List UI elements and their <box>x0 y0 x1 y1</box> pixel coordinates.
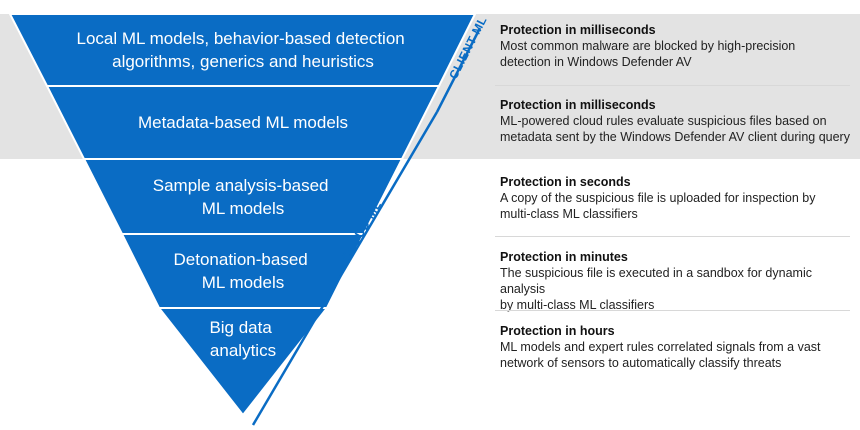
description-line: The suspicious file is executed in a san… <box>500 266 812 296</box>
client-ml-bracket-line <box>435 27 482 113</box>
description-line: multi-class ML classifiers <box>500 207 638 221</box>
pyramid-band-local-ml <box>8 13 477 87</box>
description-big-data: Protection in hours ML models and expert… <box>500 324 855 371</box>
band-label-detonation-line-2: ML models <box>202 273 285 292</box>
description-divider <box>495 310 850 311</box>
band-label-big-data: Big data analytics <box>209 318 276 360</box>
band-label-detonation: Detonation-based ML models <box>174 250 313 292</box>
description-title: Protection in milliseconds <box>500 98 656 112</box>
pyramid-band-big-data <box>156 307 330 417</box>
description-divider <box>495 236 850 237</box>
description-local-ml: Protection in milliseconds Most common m… <box>500 23 855 70</box>
description-line: ML-powered cloud rules evaluate suspicio… <box>500 114 827 128</box>
description-metadata-ml: Protection in milliseconds ML-powered cl… <box>500 98 855 145</box>
band-label-metadata-ml-line-1: Metadata-based ML models <box>138 113 348 132</box>
band-label-sample-analysis-line-2: ML models <box>202 199 285 218</box>
band-label-detonation-line-1: Detonation-based <box>174 250 308 269</box>
description-line: detection in Windows Defender AV <box>500 55 692 69</box>
description-title: Protection in minutes <box>500 250 628 264</box>
cloud-ml-bracket-line <box>251 111 439 426</box>
description-divider <box>495 85 850 86</box>
description-line: network of sensors to automatically clas… <box>500 356 782 370</box>
description-title: Protection in seconds <box>500 175 631 189</box>
description-line: by multi-class ML classifiers <box>500 298 655 312</box>
band-label-sample-analysis: Sample analysis-based ML models <box>153 176 334 218</box>
description-title: Protection in milliseconds <box>500 23 656 37</box>
band-label-metadata-ml: Metadata-based ML models <box>138 113 348 132</box>
band-label-big-data-line-1: Big data <box>209 318 272 337</box>
description-line: A copy of the suspicious file is uploade… <box>500 191 816 205</box>
description-detonation: Protection in minutes The suspicious fil… <box>500 250 855 313</box>
description-title: Protection in hours <box>500 324 615 338</box>
band-label-local-ml-line-2: algorithms, generics and heuristics <box>112 52 374 71</box>
band-label-big-data-line-2: analytics <box>210 341 276 360</box>
description-line: Most common malware are blocked by high-… <box>500 39 796 53</box>
band-label-sample-analysis-line-1: Sample analysis-based <box>153 176 329 195</box>
band-label-local-ml-line-1: Local ML models, behavior-based detectio… <box>77 29 405 48</box>
description-line: metadata sent by the Windows Defender AV… <box>500 130 850 144</box>
description-sample-analysis: Protection in seconds A copy of the susp… <box>500 175 855 222</box>
description-line: ML models and expert rules correlated si… <box>500 340 821 354</box>
pyramid-band-sample-analysis <box>82 158 404 235</box>
band-label-local-ml: Local ML models, behavior-based detectio… <box>77 29 410 71</box>
